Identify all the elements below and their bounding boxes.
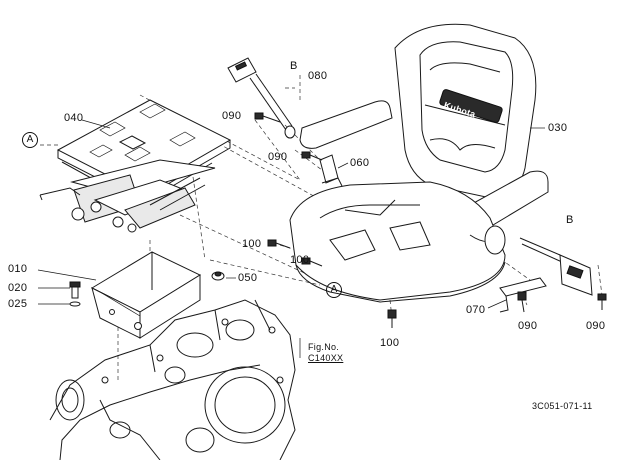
leader-lines: [37, 119, 545, 358]
part-label-050: 050: [238, 272, 258, 284]
drawing-code: 3C051-071-11: [532, 401, 593, 411]
part-label-020: 020: [8, 282, 28, 294]
seat-030: [289, 23, 549, 303]
figure-ref-number[interactable]: C140XX: [308, 353, 344, 363]
bracket-060: [319, 154, 343, 187]
seat-slide-rail-040: [39, 99, 232, 233]
bolts-090-right: [517, 291, 607, 313]
part-label-025: 025: [8, 298, 28, 310]
bracket-070: [499, 277, 547, 313]
part-label-030: 030: [548, 122, 568, 134]
seat-belt-buckle-080: [227, 57, 296, 139]
transmission-housing: [49, 299, 296, 460]
seat-belt-right: [519, 237, 593, 296]
mount-bracket-010: [90, 251, 202, 339]
bolt-020-washer-025: [69, 281, 81, 307]
part-label-100-bottom: 100: [380, 337, 400, 349]
bolts-100: [267, 239, 397, 328]
marker-a-left: A: [22, 132, 38, 148]
part-label-100-center: 100: [290, 254, 310, 266]
bolts-090-left: [254, 112, 323, 161]
nut-050: [211, 271, 225, 281]
part-label-090-middle: 090: [268, 151, 288, 163]
marker-b-top: B: [290, 60, 298, 72]
marker-b-right: B: [566, 214, 574, 226]
marker-a-center: A: [326, 282, 342, 298]
part-label-070: 070: [466, 304, 486, 316]
part-label-080: 080: [308, 70, 328, 82]
figure-ref-label: Fig.No.: [308, 342, 340, 352]
part-label-090-lower: 090: [518, 320, 538, 332]
part-label-100-left: 100: [242, 238, 262, 250]
part-label-090-right: 090: [586, 320, 606, 332]
part-label-010: 010: [8, 263, 28, 275]
part-label-040: 040: [64, 112, 84, 124]
part-label-090-upper: 090: [222, 110, 242, 122]
part-label-060: 060: [350, 157, 370, 169]
